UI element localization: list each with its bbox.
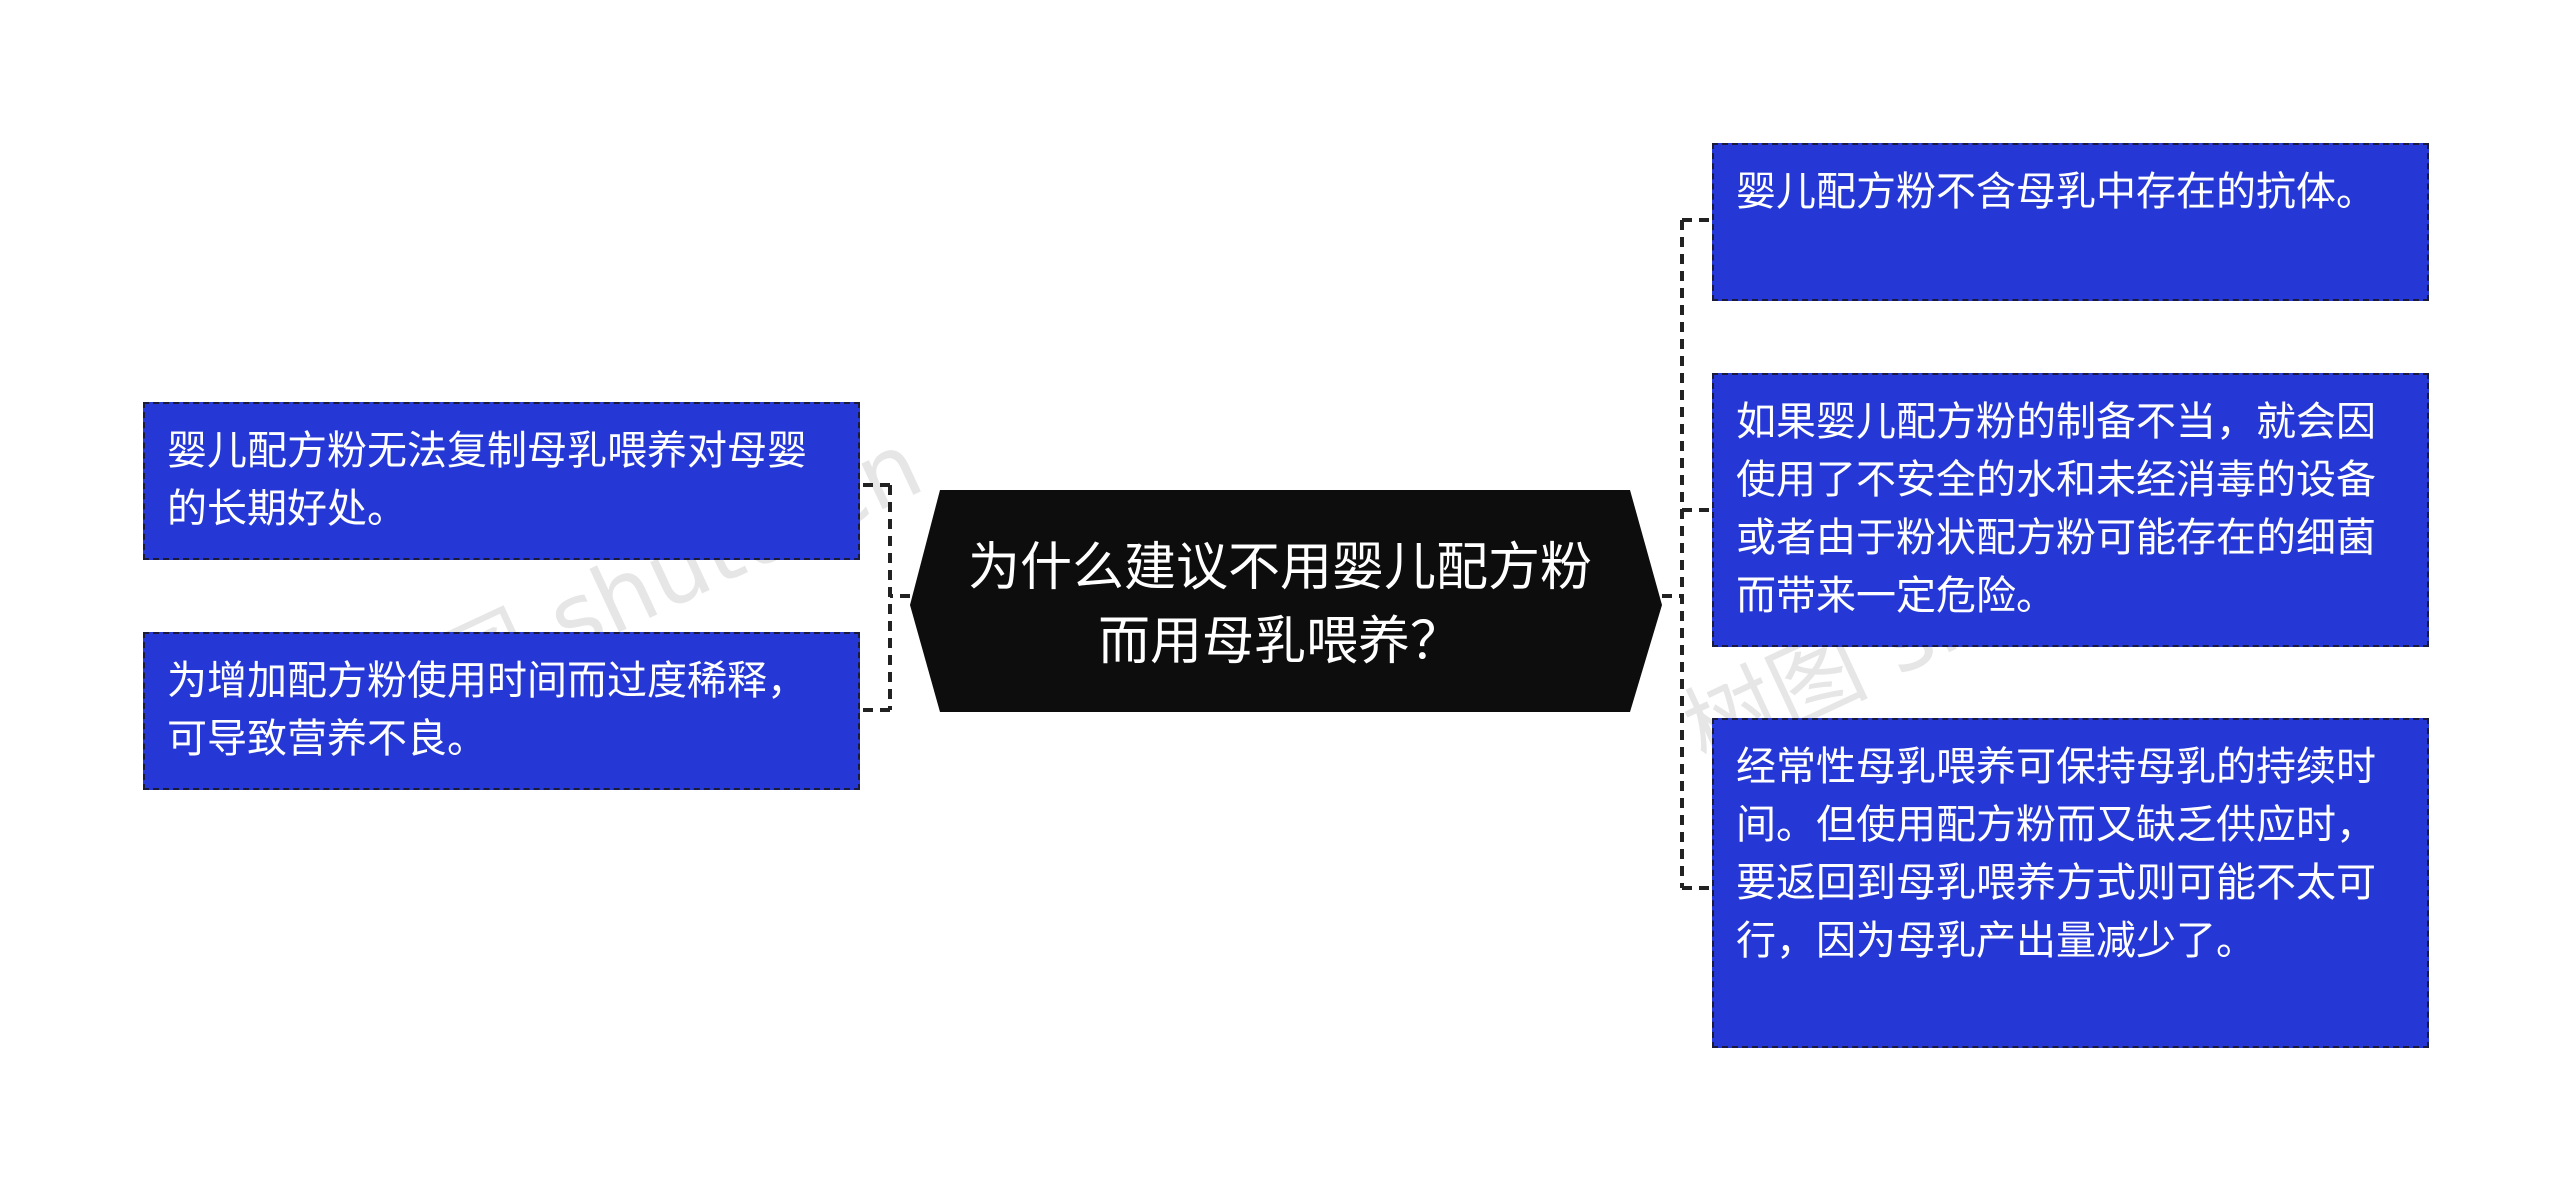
left-node-2[interactable]: 为增加配方粉使用时间而过度稀释，可导致营养不良。 [143,632,860,790]
center-topic-label: 为什么建议不用婴儿配方粉而用母乳喂养？ [967,538,1592,672]
right-node-1[interactable]: 婴儿配方粉不含母乳中存在的抗体。 [1712,143,2429,301]
right-node-3[interactable]: 经常性母乳喂养可保持母乳的持续时间。但使用配方粉而又缺乏供应时，要返回到母乳喂养… [1712,718,2429,1048]
right-node-2[interactable]: 如果婴儿配方粉的制备不当，就会因使用了不安全的水和未经消毒的设备或者由于粉状配方… [1712,373,2429,647]
center-topic-shape [910,490,1662,712]
left-node-1[interactable]: 婴儿配方粉无法复制母乳喂养对母婴的长期好处。 [143,402,860,560]
center-topic[interactable]: 为什么建议不用婴儿配方粉而用母乳喂养？ [940,500,1620,710]
left-connectors [862,483,910,712]
right-connectors [1662,218,1712,890]
